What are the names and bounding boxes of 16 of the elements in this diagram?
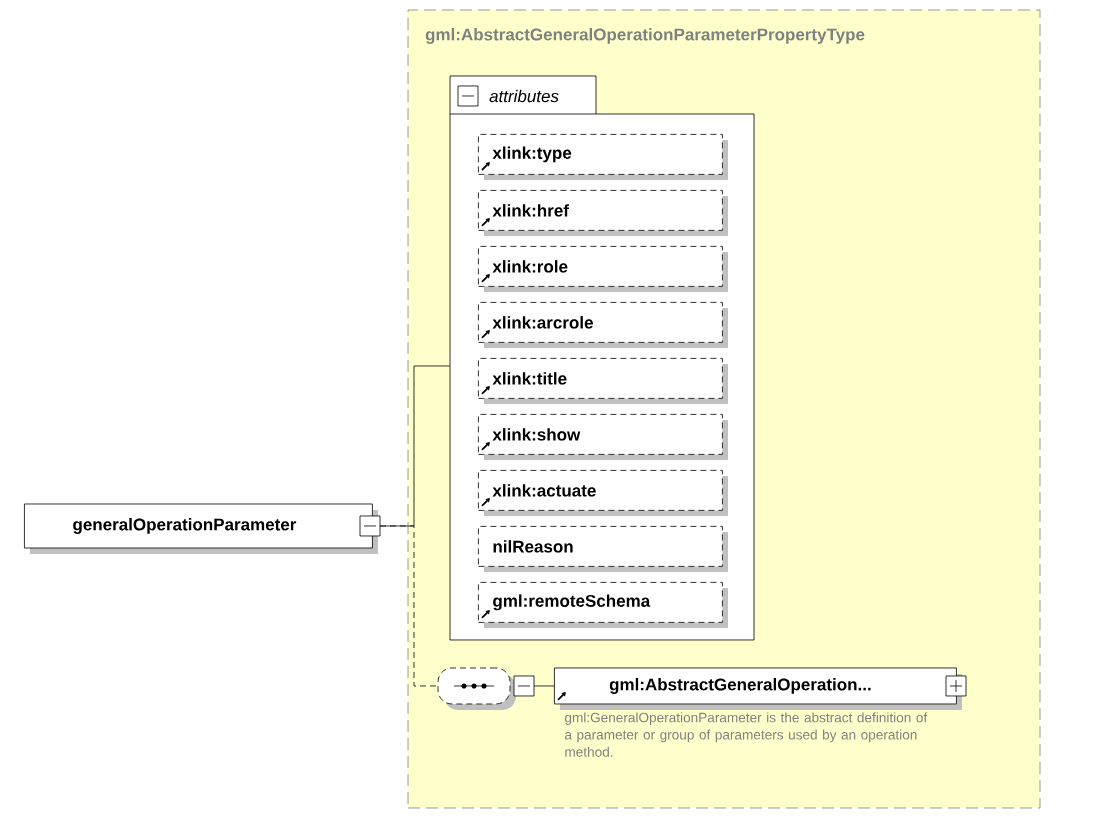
element-box: gml:AbstractGeneralOperation...	[554, 667, 962, 710]
attribute-box: gml:remoteSchema	[478, 582, 728, 628]
connector	[379, 525, 438, 687]
attribute-box: nilReason	[478, 526, 728, 572]
attribute-box: xlink:arcrole	[478, 302, 728, 348]
attribute-box: xlink:role	[478, 246, 728, 292]
sequence-compositor	[437, 667, 535, 710]
attribute-box: xlink:title	[478, 358, 728, 404]
attribute-box: xlink:actuate	[478, 470, 728, 516]
attribute-box: xlink:show	[478, 414, 728, 460]
node-label: attributes	[489, 89, 559, 103]
attribute-box: xlink:type	[478, 134, 728, 180]
connector	[533, 685, 555, 687]
attribute-box: xlink:href	[478, 190, 728, 236]
element-box: generalOperationParameter	[24, 503, 381, 554]
type-name: gml:AbstractGeneralOperationParameterPropertyType	[425, 28, 865, 44]
